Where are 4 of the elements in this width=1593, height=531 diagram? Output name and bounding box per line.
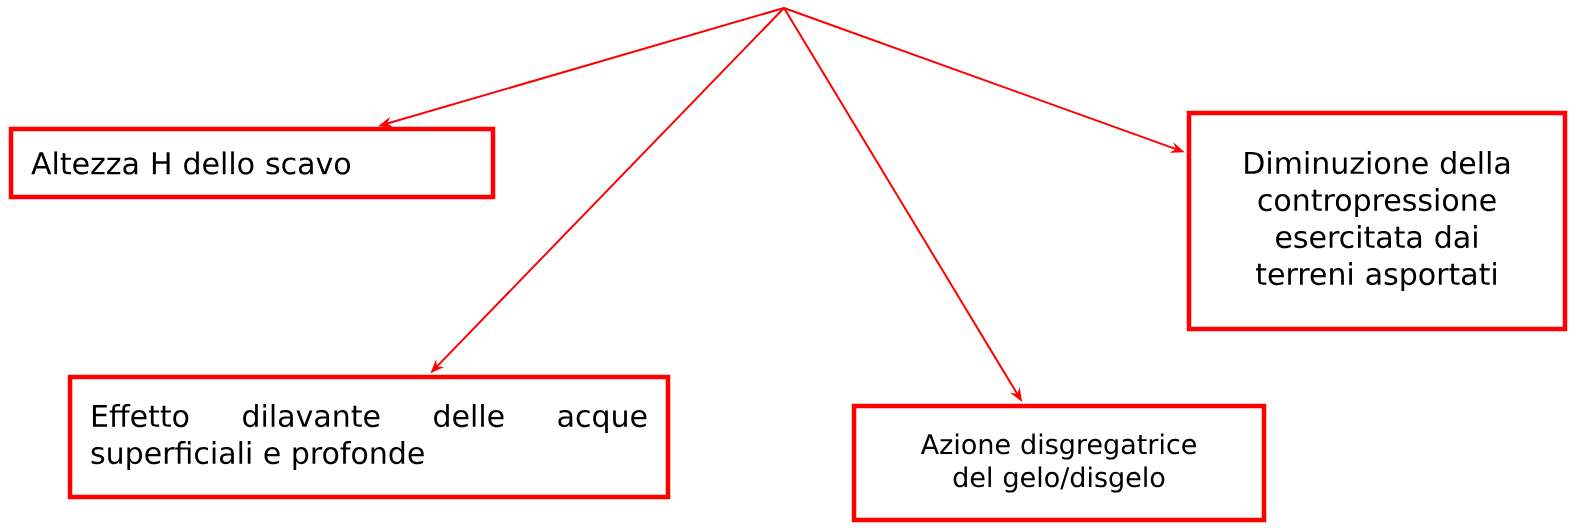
text-box: Effetto dilavante delle acque superficiali e profonde xyxy=(67,374,671,500)
text-box: Diminuzione della contropressione esercitata dai terreni asportati xyxy=(1186,110,1568,332)
text-box: Altezza H dello scavo xyxy=(8,126,496,200)
text-box: Azione disgregatrice del gelo/disgelo xyxy=(851,403,1267,523)
